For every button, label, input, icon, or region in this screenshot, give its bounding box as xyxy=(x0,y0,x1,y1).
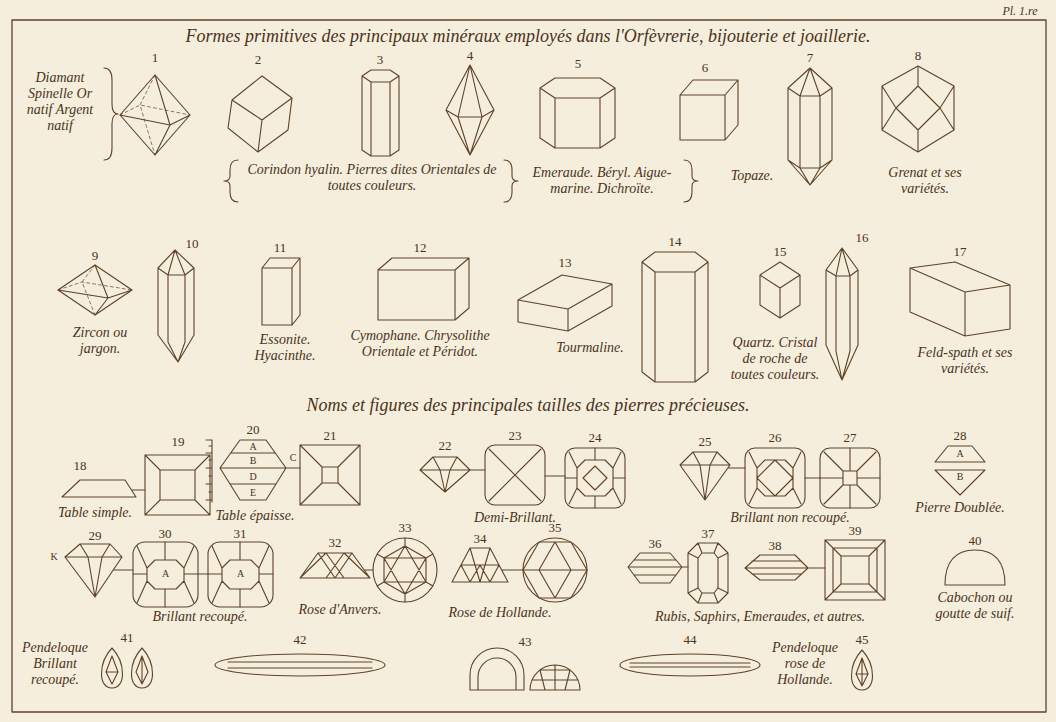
caption-text: Cabochon ou goutte de suif. xyxy=(920,590,1030,622)
plate-frame xyxy=(12,20,1046,712)
callout-number: 44 xyxy=(684,632,697,647)
callout-number: 27 xyxy=(844,430,857,445)
callout-number: 42 xyxy=(294,632,307,647)
facet-letter: A xyxy=(248,441,257,452)
callout-number: 8 xyxy=(915,48,922,63)
callout-number: 33 xyxy=(399,520,412,535)
callout-number: 26 xyxy=(769,430,782,445)
plate-title: Formes primitives des principaux minérau… xyxy=(185,26,870,47)
caption-text: Rose de Hollande. xyxy=(448,605,551,621)
callout-number: 32 xyxy=(329,535,342,550)
callout-number: 19 xyxy=(172,434,185,449)
caption-text: Pendeloque Brillant recoupé. xyxy=(15,640,95,688)
callout-number: 18 xyxy=(74,458,87,473)
callout-number: 25 xyxy=(699,434,712,449)
callout-number: 41 xyxy=(121,630,134,645)
caption-text: Rubis, Saphirs, Emeraudes, et autres. xyxy=(655,609,865,625)
callout-number: 36 xyxy=(649,536,662,551)
facet-letter: C xyxy=(289,452,298,463)
facet-letter: A xyxy=(236,568,245,579)
facet-letter: A xyxy=(955,448,964,459)
callout-number: 38 xyxy=(769,538,782,553)
callout-number: 43 xyxy=(519,634,532,649)
callout-number: 7 xyxy=(807,50,814,65)
caption-text: Demi-Brillant. xyxy=(474,510,556,526)
callout-number: 22 xyxy=(439,438,452,453)
section-heading: Noms et figures des principales tailles … xyxy=(306,395,749,416)
caption-text: Rose d'Anvers. xyxy=(298,602,381,618)
callout-number: 39 xyxy=(849,523,862,538)
facet-letter: B xyxy=(249,455,258,466)
caption-text: Corindon hyalin. Pierres dites Orientale… xyxy=(247,162,497,194)
facet-letter: A xyxy=(161,568,170,579)
caption-text: Brillant non recoupé. xyxy=(730,510,850,526)
caption-text: Diamant Spinelle Or natif Argent natif xyxy=(17,70,103,134)
caption-text: Quartz. Cristal de roche de toutes coule… xyxy=(728,335,823,383)
caption-text: Pierre Doublée. xyxy=(915,500,1005,516)
caption-text: Essonite. Hyacinthe. xyxy=(240,332,330,364)
callout-number: 6 xyxy=(702,60,709,75)
callout-number: 30 xyxy=(159,526,172,541)
callout-number: 37 xyxy=(702,526,715,541)
caption-text: Table simple. xyxy=(58,505,132,521)
callout-number: 31 xyxy=(234,526,247,541)
callout-number: 4 xyxy=(467,48,474,63)
caption-text: Topaze. xyxy=(731,168,774,184)
caption-text: Brillant recoupé. xyxy=(152,609,247,625)
callout-number: 5 xyxy=(575,56,582,71)
callout-number: 24 xyxy=(589,430,602,445)
caption-text: Zircon ou jargon. xyxy=(60,325,140,357)
callout-number: 28 xyxy=(954,428,967,443)
callout-number: 1 xyxy=(152,50,159,65)
callout-number: 16 xyxy=(856,230,869,245)
facet-letter: K xyxy=(49,551,58,562)
plate-number: Pl. 1.re xyxy=(1002,4,1037,18)
callout-number: 45 xyxy=(856,632,869,647)
callout-number: 35 xyxy=(549,520,562,535)
callout-number: 23 xyxy=(509,428,522,443)
callout-number: 17 xyxy=(954,244,967,259)
callout-number: 9 xyxy=(92,248,99,263)
callout-number: 21 xyxy=(324,428,337,443)
callout-number: 11 xyxy=(274,240,287,255)
callout-number: 14 xyxy=(669,234,682,249)
bracket xyxy=(104,68,698,202)
callout-number: 15 xyxy=(774,244,787,259)
facet-letter: D xyxy=(248,471,257,482)
caption-text: Tourmaline. xyxy=(556,340,624,356)
callout-number: 13 xyxy=(559,255,572,270)
callout-number: 20 xyxy=(247,422,260,437)
gem-cut-figure xyxy=(62,440,1005,690)
facet-letter: B xyxy=(956,471,965,482)
callout-number: 10 xyxy=(186,236,199,251)
callout-number: 3 xyxy=(377,52,384,67)
callout-number: 34 xyxy=(474,531,487,546)
caption-text: Emeraude. Béryl. Aigue-marine. Dichroïte… xyxy=(522,165,682,197)
callout-number: 29 xyxy=(89,528,102,543)
callout-number: 40 xyxy=(969,533,982,548)
callout-number: 12 xyxy=(414,240,427,255)
caption-text: Feld-spath et ses variétés. xyxy=(905,345,1025,377)
callout-number: 2 xyxy=(255,52,262,67)
caption-text: Table épaisse. xyxy=(216,508,295,524)
caption-text: Grenat et ses variétés. xyxy=(870,165,980,197)
crystal-figure xyxy=(58,65,1010,382)
facet-letter: E xyxy=(249,487,257,498)
caption-text: Cymophane. Chrysolithe Orientale et Péri… xyxy=(345,328,495,360)
caption-text: Pendeloque rose de Hollande. xyxy=(769,640,841,688)
